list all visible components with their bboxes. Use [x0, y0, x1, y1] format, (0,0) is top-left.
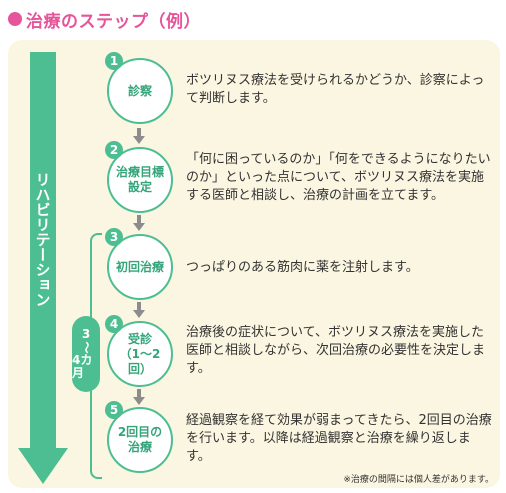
- step-2-number: 2: [105, 141, 123, 159]
- step-3-description: つっぱりのある筋肉に薬を注射します。: [186, 260, 419, 275]
- step-3: 初回治療 3: [105, 228, 173, 300]
- rehabilitation-arrow-icon: [18, 52, 68, 486]
- step-3-label: 初回治療: [115, 259, 164, 274]
- step-4-circle: 受診（1〜2回）: [107, 321, 173, 387]
- page-title: 治療のステップ（例）: [8, 8, 201, 32]
- arrow-head: [18, 448, 68, 484]
- step-2-description: 「何に困っているのか」「何をできるようになりたいのか」といった点について、ボツリ…: [186, 152, 491, 203]
- step-1: 診察 1: [105, 52, 173, 124]
- period-tilde: 〜: [79, 341, 94, 354]
- title-text: 治療のステップ（例）: [26, 11, 201, 32]
- step-4-number: 4: [105, 315, 123, 333]
- step-1-number: 1: [105, 52, 123, 70]
- title-bullet-icon: [8, 12, 22, 26]
- step-1-description: ボツリヌス療法を受けられるかどうか、診察によって判断します。: [186, 73, 485, 106]
- arrow-down-icon: [133, 215, 145, 231]
- step-3-circle: 初回治療: [107, 234, 173, 300]
- arrow-shaft: [30, 52, 56, 450]
- step-4: 受診（1〜2回） 4: [105, 315, 173, 387]
- step-2: 治療目標設定 2: [105, 141, 173, 213]
- step-5-description: 経過観察を経て効果が弱まってきたら、2回目の治療を行います。以降は経過観察と治療…: [186, 413, 492, 464]
- arrow-down-icon: [133, 302, 145, 318]
- step-2-label: 治療目標設定: [116, 165, 165, 194]
- step-5-number: 5: [105, 401, 123, 419]
- footnote: ※治療の間隔には個人差があります。: [343, 475, 494, 485]
- step-5: 2回目の治療 5: [105, 401, 173, 473]
- step-5-label: 2回目の治療: [117, 425, 163, 454]
- arrow-down-icon: [133, 128, 145, 144]
- step-3-number: 3: [105, 228, 123, 246]
- rehabilitation-label: リハビリテーション: [33, 172, 52, 307]
- arrow-down-icon: [133, 389, 145, 405]
- step-4-description: 治療後の症状について、ボツリヌス療法を実施した医師と相談しながら、次回治療の必要…: [186, 325, 486, 376]
- period-bottom: 4カ月: [72, 353, 93, 380]
- step-1-label: 診察: [127, 83, 152, 98]
- step-4-label: 受診（1〜2回）: [119, 331, 161, 376]
- period-badge: 3 〜 4カ月: [72, 316, 100, 392]
- period-top: 3: [81, 327, 91, 341]
